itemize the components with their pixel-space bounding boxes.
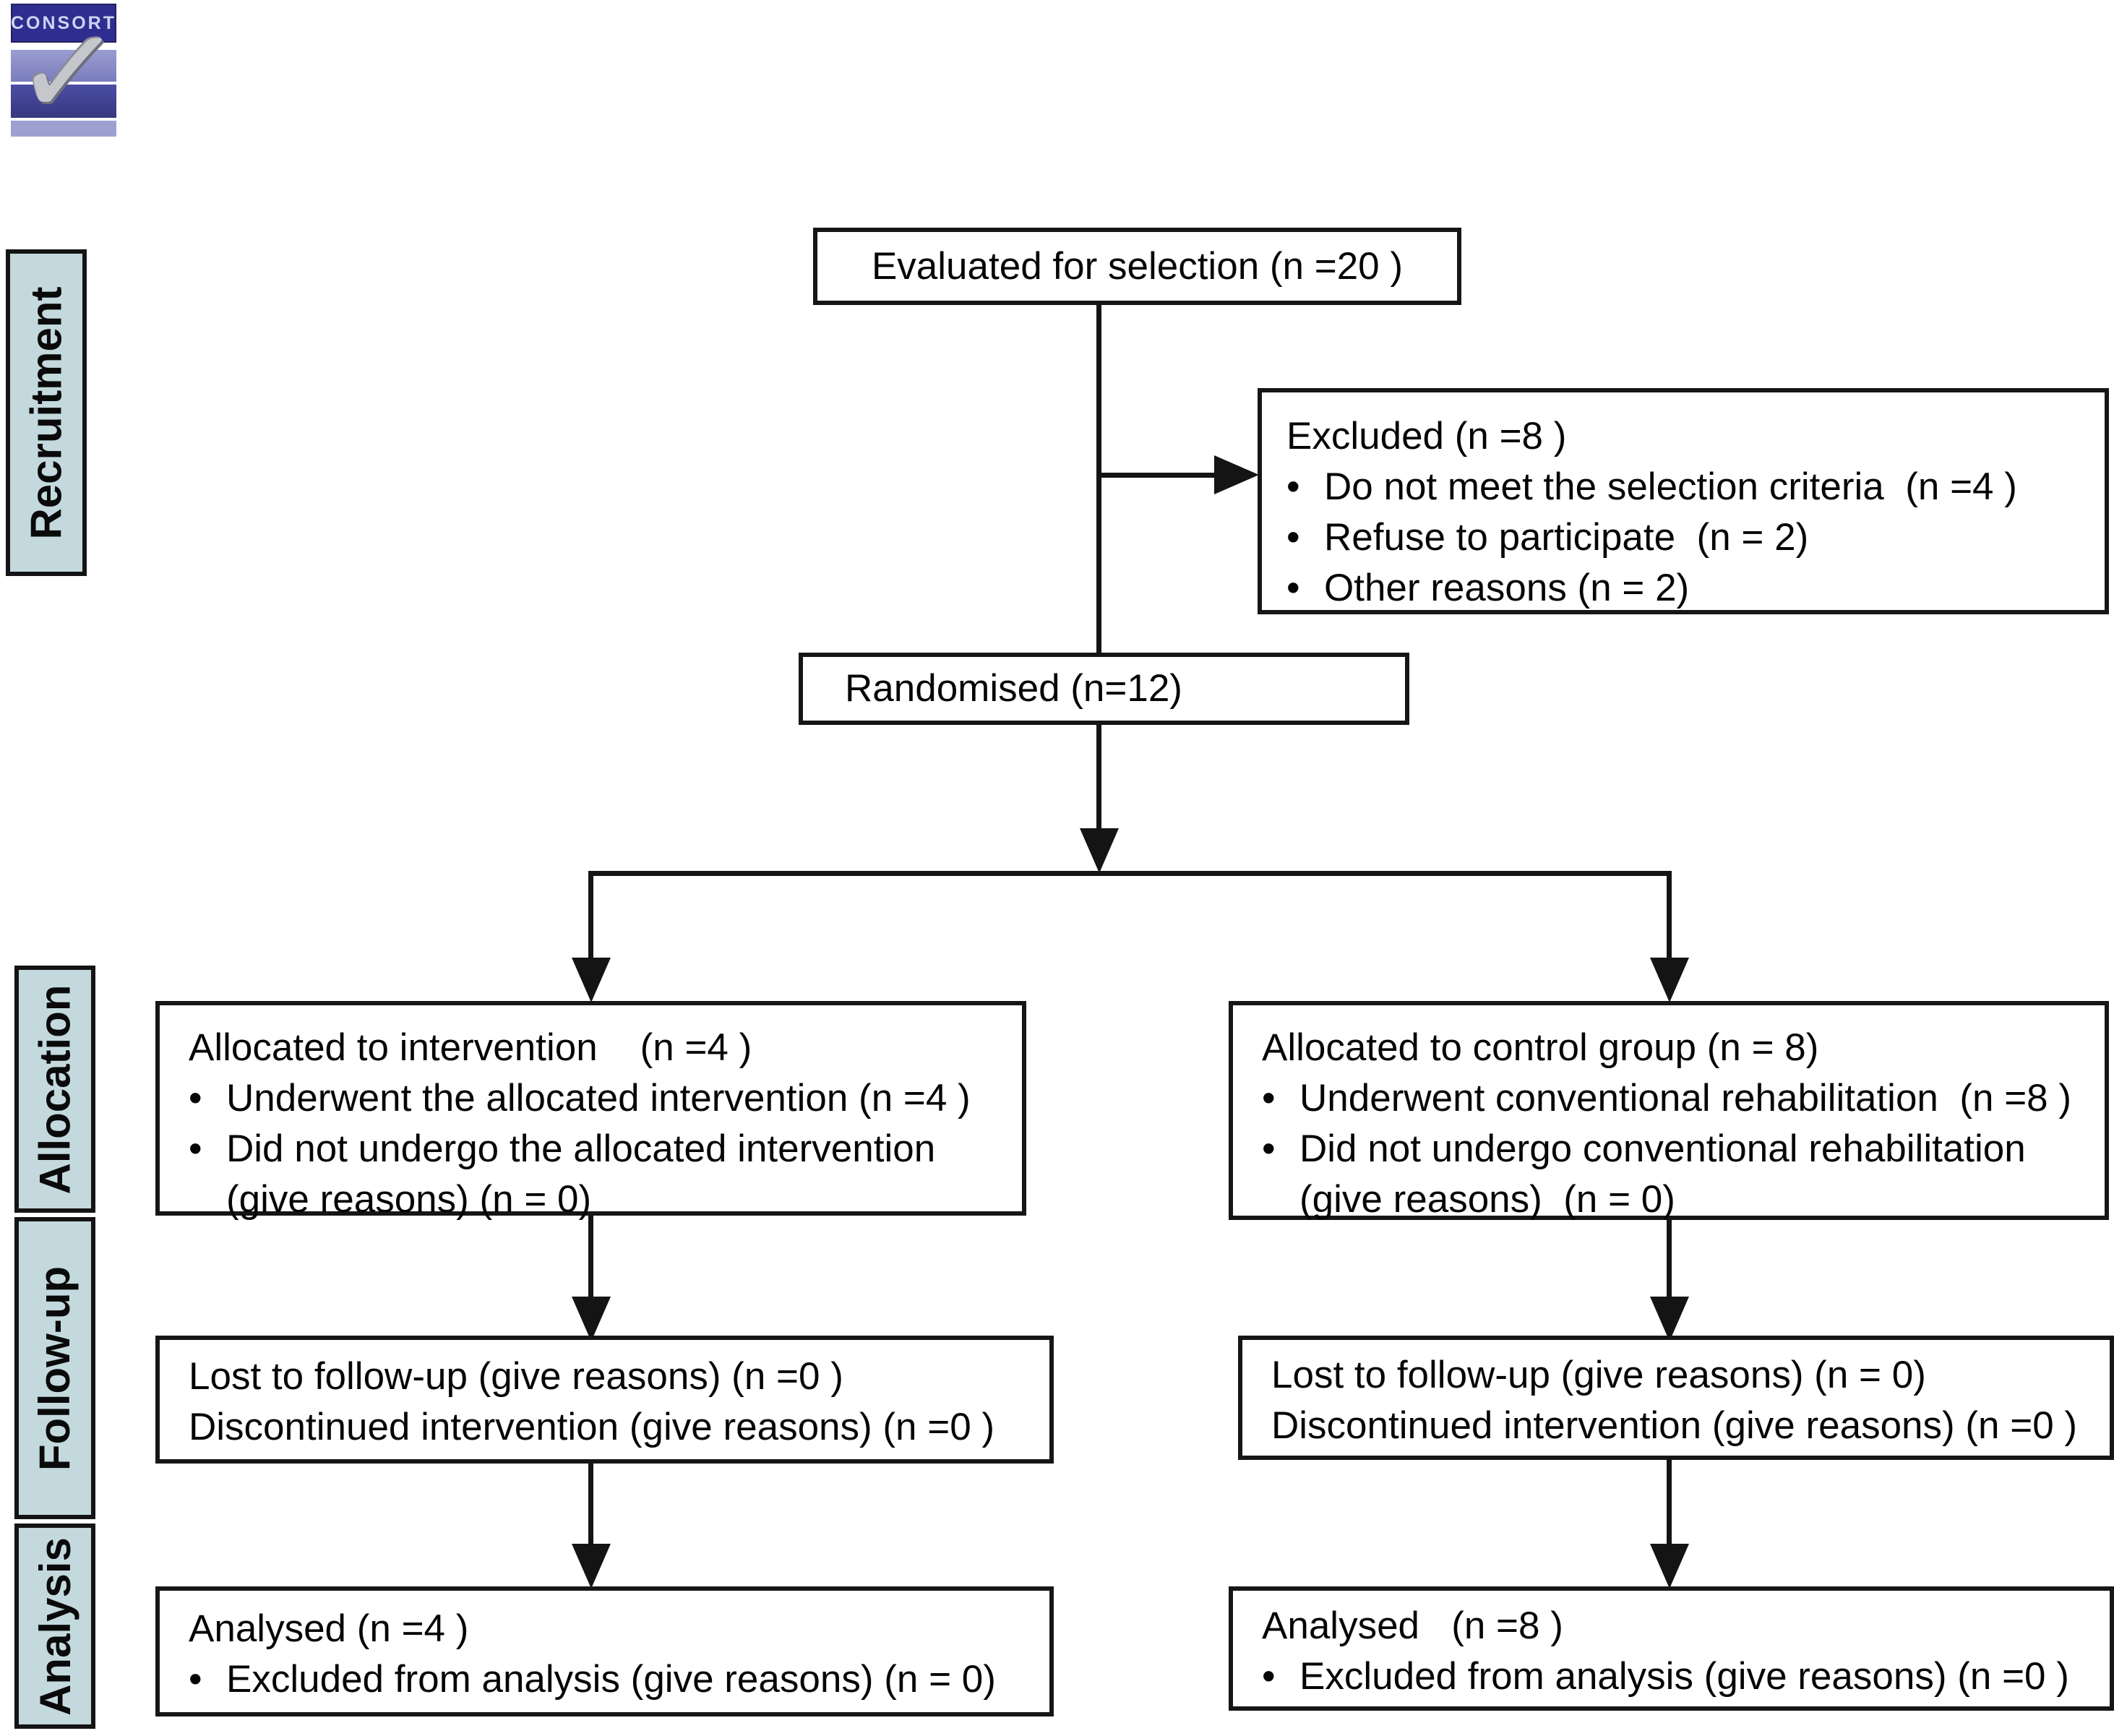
node-title: Analysed (n =8 ) bbox=[1262, 1604, 1563, 1647]
node-allocated-intervention: Allocated to intervention (n =4 ) • Unde… bbox=[155, 1001, 1026, 1221]
stage-label-analysis: Analysis bbox=[14, 1524, 95, 1729]
consort-logo-text: CONSORT bbox=[11, 12, 116, 33]
node-text: Evaluated for selection (n =20 ) bbox=[871, 244, 1404, 288]
bullet-item: • Do not meet the selection criteria (n … bbox=[1286, 462, 2087, 512]
bullet-dot: • bbox=[189, 1657, 202, 1701]
stage-label-allocation: Allocation bbox=[14, 966, 95, 1213]
bullet-text: Did not undergo the allocated interventi… bbox=[226, 1127, 936, 1221]
node-analysed-intervention: Analysed (n =4 ) • Excluded from analysi… bbox=[155, 1586, 1054, 1716]
bullet-dot: • bbox=[1262, 1076, 1276, 1120]
connector-split-bar bbox=[588, 871, 1672, 876]
arrowhead-analysis-right-icon bbox=[1650, 1544, 1689, 1589]
bullet-text: Did not undergo conventional rehabilitat… bbox=[1299, 1127, 2026, 1221]
node-excluded: Excluded (n =8 ) • Do not meet the selec… bbox=[1258, 388, 2109, 614]
arrowhead-to-excluded-icon bbox=[1214, 455, 1259, 494]
node-followup-control: Lost to follow-up (give reasons) (n = 0)… bbox=[1238, 1336, 2114, 1460]
bullet-text: Excluded from analysis (give reasons) (n… bbox=[1299, 1654, 2069, 1698]
node-title: Analysed (n =4 ) bbox=[189, 1607, 469, 1650]
connector-followup-to-analysis-right bbox=[1667, 1460, 1672, 1546]
arrowhead-split-icon bbox=[1080, 828, 1119, 873]
bullet-text: Refuse to participate (n = 2) bbox=[1324, 515, 1809, 559]
arrowhead-intervention-icon bbox=[572, 958, 611, 1002]
arrowhead-control-icon bbox=[1650, 958, 1689, 1002]
checkmark-icon: ✓ bbox=[10, 0, 126, 147]
connector-randomised-down bbox=[1096, 725, 1101, 832]
connector-alloc-to-followup-right bbox=[1667, 1220, 1672, 1299]
arrowhead-followup-right-icon bbox=[1650, 1297, 1689, 1341]
node-analysed-control: Analysed (n =8 ) • Excluded from analysi… bbox=[1229, 1586, 2114, 1711]
node-title: Allocated to control group (n = 8) bbox=[1262, 1026, 1819, 1069]
logo-stripe bbox=[11, 121, 116, 137]
stage-label-text: Recruitment bbox=[22, 285, 71, 540]
logo-stripe bbox=[11, 85, 116, 118]
bullet-dot: • bbox=[1286, 566, 1300, 609]
bullet-text: Do not meet the selection criteria (n =4… bbox=[1324, 465, 2017, 508]
connector-split-to-intervention bbox=[588, 871, 593, 959]
bullet-dot: • bbox=[1262, 1127, 1276, 1170]
bullet-text: Excluded from analysis (give reasons) (n… bbox=[226, 1657, 996, 1701]
bullet-text: Underwent conventional rehabilitation (n… bbox=[1299, 1076, 2071, 1120]
bullet-text: Other reasons (n = 2) bbox=[1324, 566, 1690, 609]
bullet-dot: • bbox=[1286, 465, 1300, 508]
bullet-item: • Did not undergo conventional rehabilit… bbox=[1262, 1124, 2097, 1225]
connector-followup-to-analysis-left bbox=[588, 1464, 593, 1546]
arrowhead-analysis-left-icon bbox=[572, 1544, 611, 1589]
bullet-dot: • bbox=[1262, 1654, 1276, 1698]
node-followup-intervention: Lost to follow-up (give reasons) (n =0 )… bbox=[155, 1336, 1054, 1464]
logo-stripe bbox=[11, 50, 116, 82]
stage-label-text: Follow-up bbox=[30, 1266, 80, 1471]
consort-logo: CONSORT ✓ bbox=[10, 0, 126, 147]
node-line: Discontinued intervention (give reasons)… bbox=[1271, 1404, 2078, 1447]
arrowhead-followup-left-icon bbox=[572, 1297, 611, 1341]
stage-label-text: Analysis bbox=[30, 1537, 80, 1716]
stage-label-follow-up: Follow-up bbox=[14, 1217, 95, 1519]
node-text: Randomised (n=12) bbox=[845, 667, 1182, 710]
bullet-dot: • bbox=[189, 1127, 202, 1170]
node-title: Excluded (n =8 ) bbox=[1286, 415, 1567, 457]
bullet-item: • Underwent the allocated intervention (… bbox=[189, 1073, 1012, 1124]
node-line: Lost to follow-up (give reasons) (n =0 ) bbox=[189, 1355, 843, 1398]
bullet-item: • Underwent conventional rehabilitation … bbox=[1262, 1073, 2097, 1124]
bullet-item: • Excluded from analysis (give reasons) … bbox=[189, 1654, 1042, 1705]
bullet-item: • Excluded from analysis (give reasons) … bbox=[1262, 1651, 2105, 1702]
node-randomised: Randomised (n=12) bbox=[799, 653, 1409, 725]
connector-evaluated-to-randomised bbox=[1096, 304, 1101, 653]
node-allocated-control: Allocated to control group (n = 8) • Und… bbox=[1229, 1001, 2109, 1221]
node-title: Allocated to intervention (n =4 ) bbox=[189, 1026, 752, 1069]
bullet-item: • Did not undergo the allocated interven… bbox=[189, 1124, 1012, 1225]
bullet-dot: • bbox=[1286, 515, 1300, 559]
connector-to-excluded bbox=[1099, 473, 1216, 478]
bullet-item: • Other reasons (n = 2) bbox=[1286, 563, 2087, 614]
bullet-text: Underwent the allocated intervention (n … bbox=[226, 1076, 971, 1120]
connector-split-to-control bbox=[1667, 871, 1672, 959]
bullet-item: • Refuse to participate (n = 2) bbox=[1286, 512, 2087, 563]
stage-label-text: Allocation bbox=[30, 984, 80, 1195]
consort-logo-banner: CONSORT bbox=[11, 4, 116, 43]
node-evaluated-for-selection: Evaluated for selection (n =20 ) bbox=[813, 228, 1461, 305]
node-line: Lost to follow-up (give reasons) (n = 0) bbox=[1271, 1354, 1926, 1396]
node-line: Discontinued intervention (give reasons)… bbox=[189, 1405, 995, 1448]
connector-alloc-to-followup-left bbox=[588, 1216, 593, 1299]
bullet-dot: • bbox=[189, 1076, 202, 1120]
stage-label-recruitment: Recruitment bbox=[6, 249, 87, 576]
